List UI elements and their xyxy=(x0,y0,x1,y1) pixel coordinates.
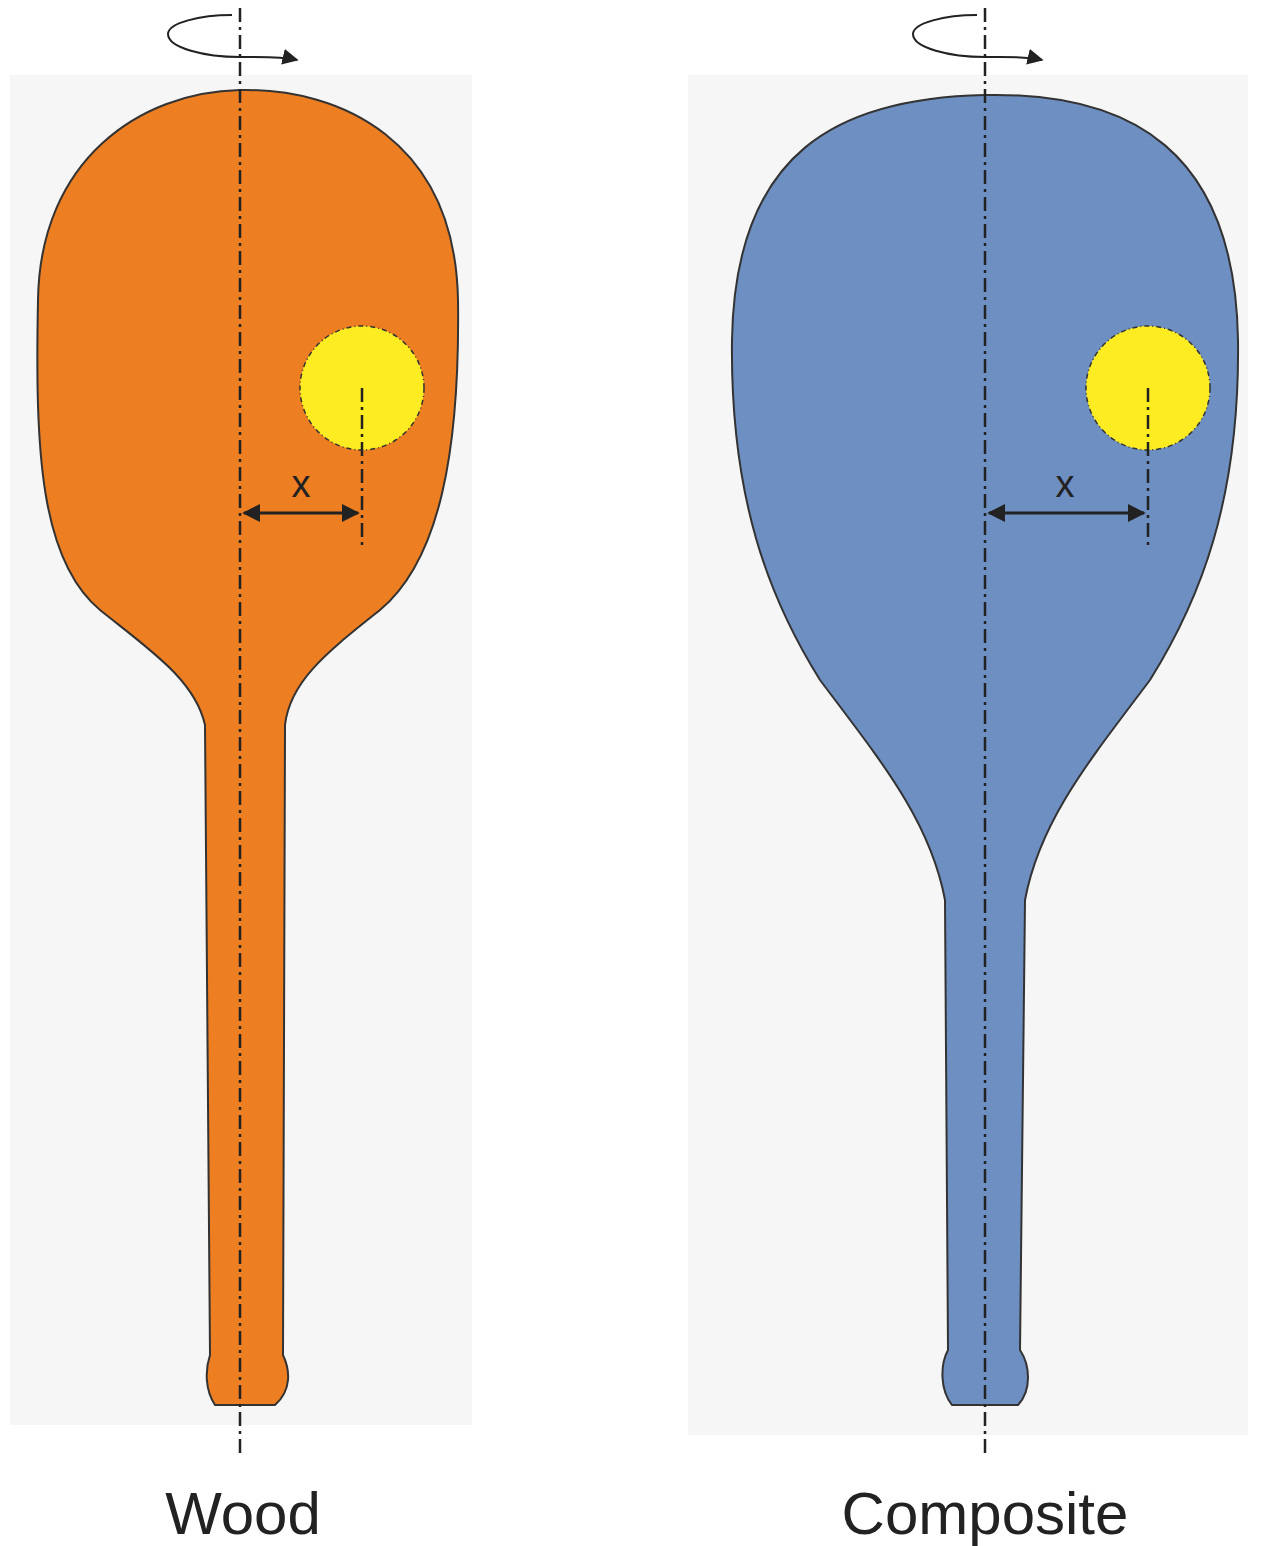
rotation-arrow xyxy=(168,15,297,60)
dimension-arrow xyxy=(244,512,358,515)
ball-centre-line xyxy=(361,388,364,548)
dimension-label: x xyxy=(292,465,311,503)
rotation-axis xyxy=(984,8,987,1458)
dimension-arrow xyxy=(989,512,1144,515)
rotation-axis xyxy=(239,8,242,1458)
wood-racket xyxy=(37,90,458,1405)
dimension-label: x xyxy=(1056,465,1075,503)
rotation-arrow xyxy=(913,15,1042,60)
ground-panel xyxy=(688,75,1248,1435)
material-caption: Wood xyxy=(165,1484,321,1544)
material-caption: Composite xyxy=(842,1484,1129,1544)
ball-centre-line xyxy=(1147,388,1150,548)
